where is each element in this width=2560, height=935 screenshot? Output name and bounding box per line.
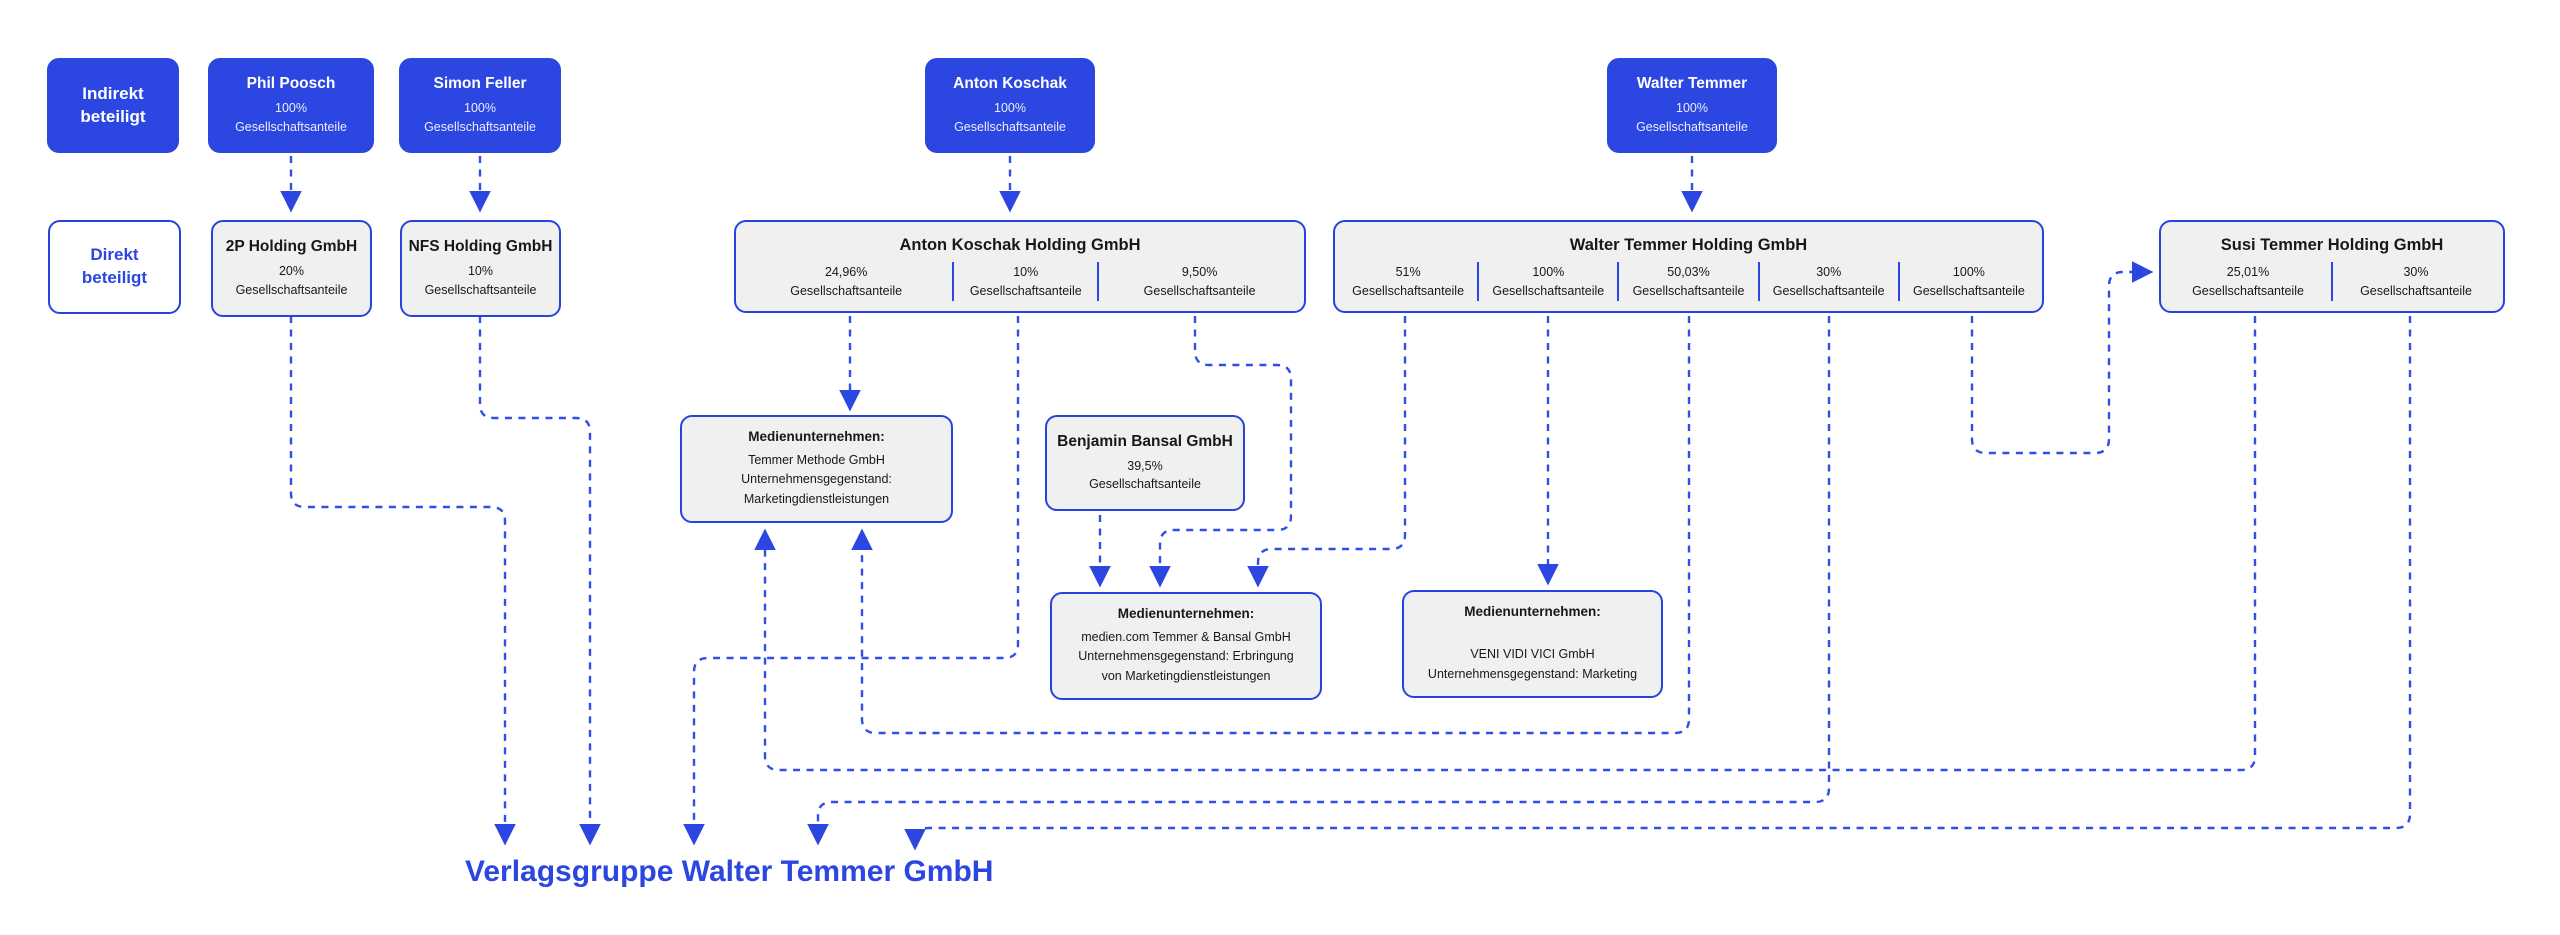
share-percent: 100% <box>994 101 1026 116</box>
company-veni-vidi-vici: Medienunternehmen: VENI VIDI VICI GmbH U… <box>1402 590 1663 698</box>
company-name: Walter Temmer Holding GmbH <box>1569 235 1808 254</box>
connector-wt-51-to-medien-com <box>1247 316 1407 588</box>
legend-indirect-label: Indirekt beteiligt <box>80 83 146 126</box>
connector-2p-to-verlagsgruppe <box>289 316 516 846</box>
share-unit: Gesellschaftsanteile <box>2192 283 2304 298</box>
share-unit: Gesellschaftsanteile <box>954 119 1066 134</box>
connector-ak-10-to-verlagsgruppe <box>683 316 1020 846</box>
company-medien-com: Medienunternehmen: medien.com Temmer & B… <box>1050 592 1322 700</box>
company-name: NFS Holding GmbH <box>408 238 553 256</box>
shareholder-name: Simon Feller <box>433 75 527 93</box>
company-susi-temmer-holding: Susi Temmer Holding GmbH 25,01% Gesellsc… <box>2159 220 2505 313</box>
share-unit: Gesellschaftsanteile <box>235 119 347 134</box>
share-section: 10% Gesellschaftsanteile <box>952 261 1097 302</box>
connector-ak-950-to-medien-com <box>1149 316 1293 588</box>
share-unit: Gesellschaftsanteile <box>1912 283 2025 298</box>
share-unit: Gesellschaftsanteile <box>1089 477 1201 491</box>
share-section: 30% Gesellschaftsanteile <box>1757 261 1898 302</box>
share-percent: 100% <box>1676 101 1708 116</box>
share-unit: Gesellschaftsanteile <box>1492 283 1605 298</box>
shareholder-name: Anton Koschak <box>953 75 1067 93</box>
company-name: Benjamin Bansal GmbH <box>1057 432 1233 450</box>
company-temmer-methode: Medienunternehmen: Temmer Methode GmbH U… <box>680 415 953 523</box>
company-name: 2P Holding GmbH <box>225 238 358 256</box>
share-percent: 25,01% <box>2226 264 2270 279</box>
share-percent: 20% <box>278 264 305 279</box>
shareholder-name: Phil Poosch <box>246 75 336 93</box>
share-section: 100% Gesellschaftsanteile <box>1477 261 1617 302</box>
share-unit: Gesellschaftsanteile <box>2360 283 2472 298</box>
share-unit: Gesellschaftsanteile <box>1143 283 1256 298</box>
share-percent: 9,50% <box>1181 264 1218 279</box>
company-nfs-holding: NFS Holding GmbH 10% Gesellschaftsanteil… <box>400 220 561 317</box>
legend-direct-label: Direkt beteiligt <box>81 245 148 287</box>
share-unit: Gesellschaftsanteile <box>424 282 537 297</box>
share-percent: 24,96% <box>824 264 868 279</box>
connector-susi-2501-to-temmer-methode <box>754 316 2257 772</box>
share-percent: 100% <box>275 101 307 116</box>
share-percent: 100% <box>464 101 496 116</box>
media-company-header: Medienunternehmen: <box>1464 604 1601 620</box>
company-2p-holding: 2P Holding GmbH 20% Gesellschaftsanteile <box>211 220 372 317</box>
legend-direct-box: Direkt beteiligt <box>48 220 181 314</box>
share-unit: Gesellschaftsanteile <box>1636 119 1748 134</box>
share-section: 9,50% Gesellschaftsanteile <box>1097 261 1300 302</box>
connector-susi-30-to-verlagsgruppe <box>904 316 2412 851</box>
share-section: 50,03% Gesellschaftsanteile <box>1617 261 1757 302</box>
share-percent: 10% <box>1013 264 1039 279</box>
share-section: 30% Gesellschaftsanteile <box>2331 261 2499 302</box>
company-anton-koschak-holding: Anton Koschak Holding GmbH 24,96% Gesell… <box>734 220 1306 313</box>
company-name: Susi Temmer Holding GmbH <box>2220 235 2444 254</box>
media-company-header: Medienunternehmen: <box>1117 605 1255 621</box>
share-percent: 39,5% <box>1127 458 1163 473</box>
media-company-line: Temmer Methode GmbH <box>748 452 885 467</box>
share-unit: Gesellschaftsanteile <box>969 283 1082 298</box>
company-walter-temmer-holding: Walter Temmer Holding GmbH 51% Gesellsch… <box>1333 220 2044 313</box>
share-section: 100% Gesellschaftsanteile <box>1897 261 2038 302</box>
share-percent: 30% <box>1816 264 1842 279</box>
share-percent: 30% <box>2403 264 2429 279</box>
media-company-line: von Marketingdienstleistungen <box>1101 668 1271 683</box>
share-unit: Gesellschaftsanteile <box>1352 283 1465 298</box>
shareholder-simon-feller: Simon Feller 100% Gesellschaftsanteile <box>399 58 561 153</box>
media-company-line: Unternehmensgegenstand: <box>741 472 892 487</box>
share-percent: 100% <box>1952 264 1985 279</box>
share-unit: Gesellschaftsanteile <box>1772 283 1885 298</box>
media-company-line: Marketingdienstleistungen <box>743 491 890 506</box>
media-company-line: medien.com Temmer & Bansal GmbH <box>1081 629 1291 644</box>
company-name: Anton Koschak Holding GmbH <box>899 235 1141 254</box>
share-unit: Gesellschaftsanteile <box>424 119 536 134</box>
media-company-header: Medienunternehmen: <box>748 428 885 444</box>
share-percent: 50,03% <box>1667 264 1710 279</box>
share-unit: Gesellschaftsanteile <box>1632 283 1745 298</box>
verlagsgruppe-title: Verlagsgruppe Walter Temmer GmbH <box>465 855 994 888</box>
shareholder-phil-poosch: Phil Poosch 100% Gesellschaftsanteile <box>208 58 374 153</box>
share-section: 24,96% Gesellschaftsanteile <box>740 262 952 302</box>
share-section: 25,01% Gesellschaftsanteile <box>2165 262 2331 302</box>
share-section: 51% Gesellschaftsanteile <box>1339 262 1477 302</box>
shareholder-walter-temmer: Walter Temmer 100% Gesellschaftsanteile <box>1607 58 1777 153</box>
share-percent: 10% <box>467 264 494 279</box>
media-company-line: VENI VIDI VICI GmbH <box>1470 647 1595 662</box>
share-percent: 51% <box>1395 264 1421 279</box>
shareholder-name: Walter Temmer <box>1636 75 1748 93</box>
company-benjamin-bansal: Benjamin Bansal GmbH 39,5% Gesellschafts… <box>1045 415 1245 511</box>
shareholder-anton-koschak: Anton Koschak 100% Gesellschaftsanteile <box>925 58 1095 153</box>
connector-wt-5003-to-temmer-methode <box>851 316 1691 735</box>
media-company-line: Unternehmensgegenstand: Erbringung <box>1078 649 1294 664</box>
share-unit: Gesellschaftsanteile <box>235 282 348 297</box>
legend-indirect-box: Indirekt beteiligt <box>47 58 179 153</box>
share-unit: Gesellschaftsanteile <box>790 283 903 298</box>
media-company-line: Unternehmensgegenstand: Marketing <box>1427 666 1638 681</box>
connector-wt-30-to-verlagsgruppe <box>807 316 1831 846</box>
share-percent: 100% <box>1532 264 1565 279</box>
connector-nfs-to-verlagsgruppe <box>478 316 601 846</box>
